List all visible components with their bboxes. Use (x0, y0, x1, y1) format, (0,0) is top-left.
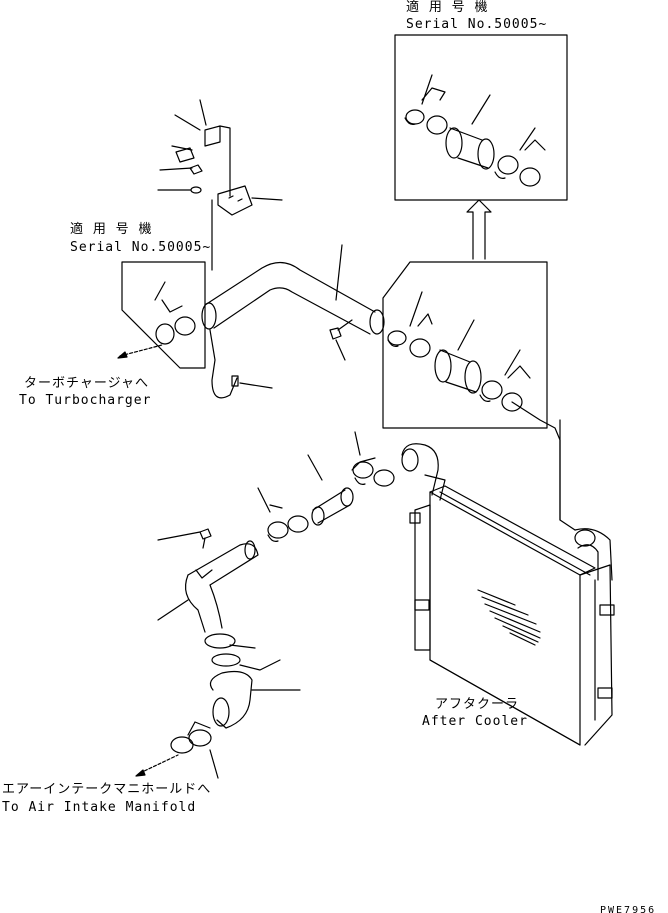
after-cooler (401, 419, 615, 746)
wire-clip (209, 329, 273, 399)
arrow-turbo (119, 344, 163, 357)
inset-box-left (121, 261, 206, 369)
inset-box-top (394, 34, 568, 201)
inset-box-middle (382, 261, 548, 429)
turbo-pipe (201, 244, 385, 361)
elbow-pipe (157, 528, 259, 633)
drawing-number: PWE7956 (600, 905, 657, 913)
aftercooler-en: After Cooler (422, 714, 528, 729)
arrow-manifold (139, 754, 179, 774)
arrow-up (466, 199, 492, 260)
bracket-assembly (157, 99, 283, 271)
serial-left-jp: 適 用 号 機 (70, 222, 153, 237)
intake-pipes (170, 633, 301, 779)
turbo-en: To Turbocharger (19, 393, 152, 408)
lower-hoses (257, 431, 395, 542)
serial-left-en: Serial No.50005~ (70, 240, 212, 255)
turbo-jp: ターボチャージャへ (24, 376, 149, 391)
inset-top-parts (404, 74, 546, 187)
serial-top-en: Serial No.50005~ (406, 17, 548, 32)
serial-top-jp: 適 用 号 機 (406, 0, 489, 15)
aftercooler-jp: アフタクーラ (435, 697, 520, 712)
left-box-parts (154, 281, 196, 345)
middle-box-parts (387, 291, 561, 521)
intake-jp: エアーインテークマニホールドへ (2, 782, 212, 797)
intake-en: To Air Intake Manifold (2, 800, 197, 815)
